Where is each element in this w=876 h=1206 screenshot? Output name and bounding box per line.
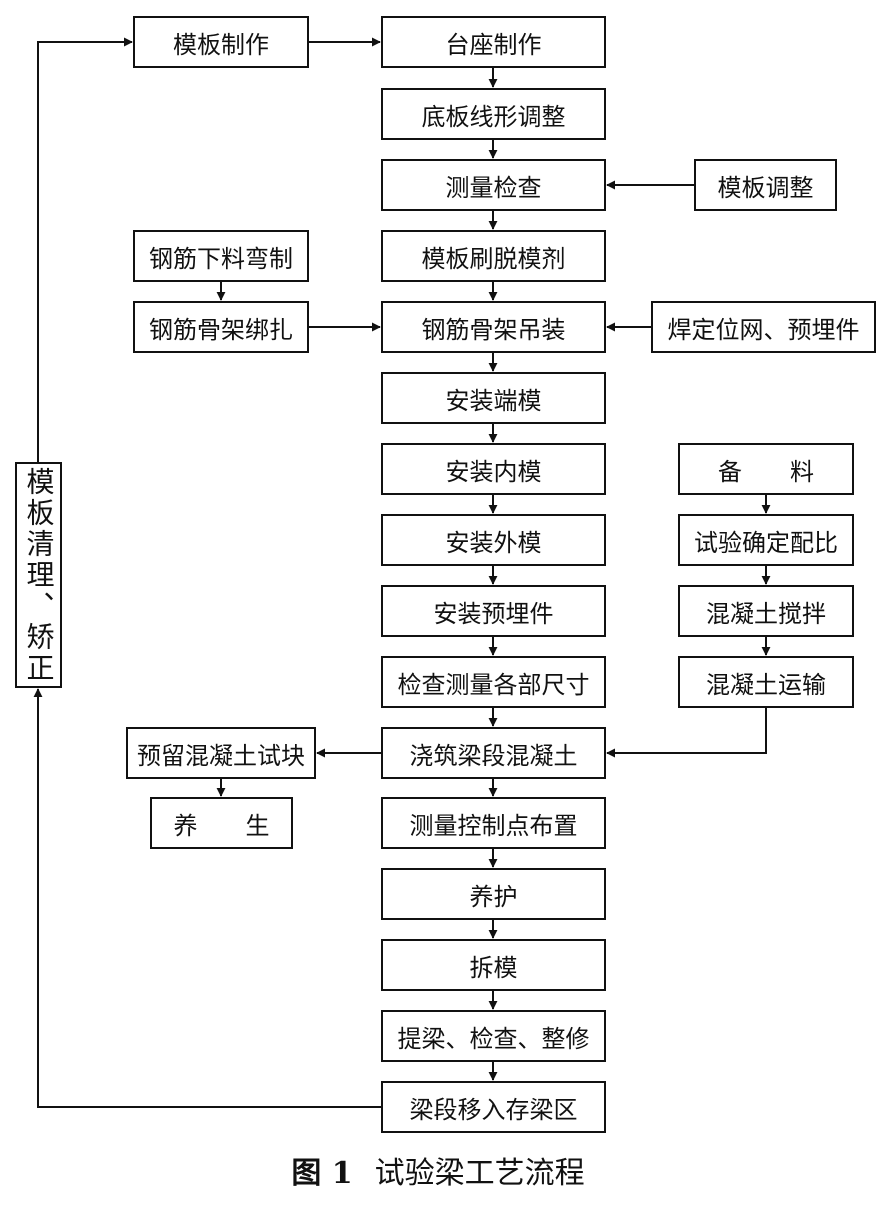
pour-concrete-box: 浇筑梁段混凝土 xyxy=(381,727,606,779)
block-curing-box: 养 生 xyxy=(150,797,293,849)
material-prep-box: 备 料 xyxy=(678,443,854,495)
connector-arrow xyxy=(33,688,381,1108)
template-making-box: 模板制作 xyxy=(133,16,309,68)
node-label: 钢筋下料弯制 xyxy=(149,244,293,273)
node-label: 安装端模 xyxy=(445,386,542,415)
outer-form-box: 安装外模 xyxy=(381,514,606,566)
node-label: 安装外模 xyxy=(445,528,542,557)
figure-caption: 图 1 试验梁工艺流程 xyxy=(0,1148,876,1192)
concrete-mixing-box: 混凝土搅拌 xyxy=(678,585,854,637)
node-label: 混凝土运输 xyxy=(706,670,826,699)
node-label: 备 料 xyxy=(718,457,814,486)
node-label: 拆模 xyxy=(469,953,518,982)
node-label: 钢筋骨架绑扎 xyxy=(149,315,293,344)
node-label: 台座制作 xyxy=(445,30,542,59)
figure-title: 试验梁工艺流程 xyxy=(374,1156,585,1191)
rebar-hoisting-box: 钢筋骨架吊装 xyxy=(381,301,606,353)
rebar-cutting-box: 钢筋下料弯制 xyxy=(133,230,309,282)
node-label: 测量检查 xyxy=(445,173,542,202)
template-adjust-box: 模板调整 xyxy=(694,159,837,211)
node-label: 提梁、检查、整修 xyxy=(397,1024,590,1053)
figure-number: 图 1 xyxy=(291,1156,353,1191)
survey-check-box: 测量检查 xyxy=(381,159,606,211)
connector-arrow xyxy=(606,708,767,758)
dimension-check-box: 检查测量各部尺寸 xyxy=(381,656,606,708)
node-label: 模板调整 xyxy=(717,173,814,202)
node-label: 焊定位网、预埋件 xyxy=(667,315,860,344)
pedestal-making-box: 台座制作 xyxy=(381,16,606,68)
control-points-box: 测量控制点布置 xyxy=(381,797,606,849)
node-label: 检查测量各部尺寸 xyxy=(397,670,590,699)
node-label: 养 生 xyxy=(173,811,270,840)
node-label: 测量控制点布置 xyxy=(409,811,578,840)
node-label: 梁段移入存梁区 xyxy=(409,1095,578,1124)
node-label: 预留混凝土试块 xyxy=(137,741,305,770)
lift-inspect-repair-box: 提梁、检查、整修 xyxy=(381,1010,606,1062)
node-label: 试验确定配比 xyxy=(694,528,838,557)
end-form-box: 安装端模 xyxy=(381,372,606,424)
rebar-binding-box: 钢筋骨架绑扎 xyxy=(133,301,309,353)
test-blocks-box: 预留混凝土试块 xyxy=(126,727,316,779)
node-label: 安装内模 xyxy=(445,457,542,486)
weld-positioning-box: 焊定位网、预埋件 xyxy=(651,301,876,353)
mix-ratio-box: 试验确定配比 xyxy=(678,514,854,566)
node-label: 模板清理、矫正 xyxy=(22,466,56,684)
demolding-box: 拆模 xyxy=(381,939,606,991)
template-cleaning-box: 模板清理、矫正 xyxy=(15,462,62,688)
bottom-alignment-box: 底板线形调整 xyxy=(381,88,606,140)
node-label: 混凝土搅拌 xyxy=(706,599,826,628)
release-agent-box: 模板刷脱模剂 xyxy=(381,230,606,282)
move-to-storage-box: 梁段移入存梁区 xyxy=(381,1081,606,1133)
node-label: 模板制作 xyxy=(173,30,269,59)
node-label: 养护 xyxy=(469,882,518,911)
node-label: 安装预埋件 xyxy=(433,599,554,628)
node-label: 钢筋骨架吊装 xyxy=(421,315,566,344)
connector-arrow xyxy=(37,37,133,462)
curing-box: 养护 xyxy=(381,868,606,920)
node-label: 底板线形调整 xyxy=(421,102,566,131)
concrete-transport-box: 混凝土运输 xyxy=(678,656,854,708)
node-label: 浇筑梁段混凝土 xyxy=(409,741,578,770)
node-label: 模板刷脱模剂 xyxy=(421,244,566,273)
inner-form-box: 安装内模 xyxy=(381,443,606,495)
embedded-parts-box: 安装预埋件 xyxy=(381,585,606,637)
